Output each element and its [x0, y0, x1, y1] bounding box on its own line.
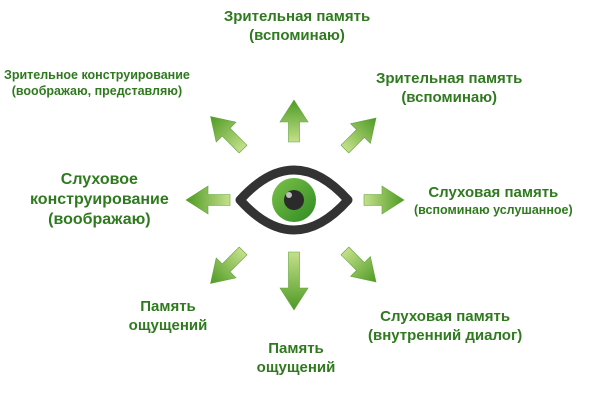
arrow-up-right: [340, 117, 377, 154]
label-top-right-line1: Зрительная память: [376, 70, 523, 87]
label-bottom: Память ощущений: [257, 340, 336, 378]
label-left-line1: Слуховое: [60, 171, 138, 188]
arrow-right: [363, 185, 405, 215]
arrow-up: [279, 99, 309, 143]
label-bottom-left: Память ощущений: [129, 298, 208, 336]
label-bottom-line2: ощущений: [256, 358, 336, 376]
label-left: Слуховое конструирование (воображаю): [30, 170, 169, 230]
label-top-left: Зрительное конструирование (воображаю, п…: [4, 68, 190, 99]
label-top-right: Зрительная память (вспоминаю): [376, 70, 522, 108]
label-top: Зрительная память (вспоминаю): [224, 8, 370, 46]
label-bottom-left-line1: Память: [140, 298, 196, 315]
label-bottom-right: Слуховая память (внутренний диалог): [368, 308, 522, 346]
arrow-down-right: [340, 246, 377, 283]
arrow-down-left: [210, 246, 248, 284]
label-right-line2: (вспоминаю услушанное): [414, 202, 573, 217]
label-top-left-line2: (воображаю, представляю): [11, 83, 183, 98]
arrow-up-left: [210, 116, 248, 154]
label-top-left-line1: Зрительное конструирование: [4, 68, 190, 82]
label-top-line2: (вспоминаю): [249, 26, 345, 44]
label-left-line3: (воображаю): [48, 211, 151, 228]
label-bottom-line1: Память: [268, 340, 324, 357]
label-right-line1: Слуховая память: [428, 184, 559, 201]
label-bottom-right-line1: Слуховая память: [380, 308, 511, 325]
arrow-down: [279, 251, 309, 311]
label-right: Слуховая память (вспоминаю услушанное): [414, 184, 573, 218]
label-bottom-right-line2: (внутренний диалог): [368, 326, 523, 344]
arrow-left: [185, 185, 231, 215]
label-bottom-left-line2: ощущений: [128, 316, 208, 334]
label-left-line2: конструирование: [30, 191, 169, 208]
label-top-right-line2: (вспоминаю): [401, 88, 498, 106]
eye-icon: [235, 165, 353, 235]
label-top-line1: Зрительная память: [223, 8, 371, 25]
